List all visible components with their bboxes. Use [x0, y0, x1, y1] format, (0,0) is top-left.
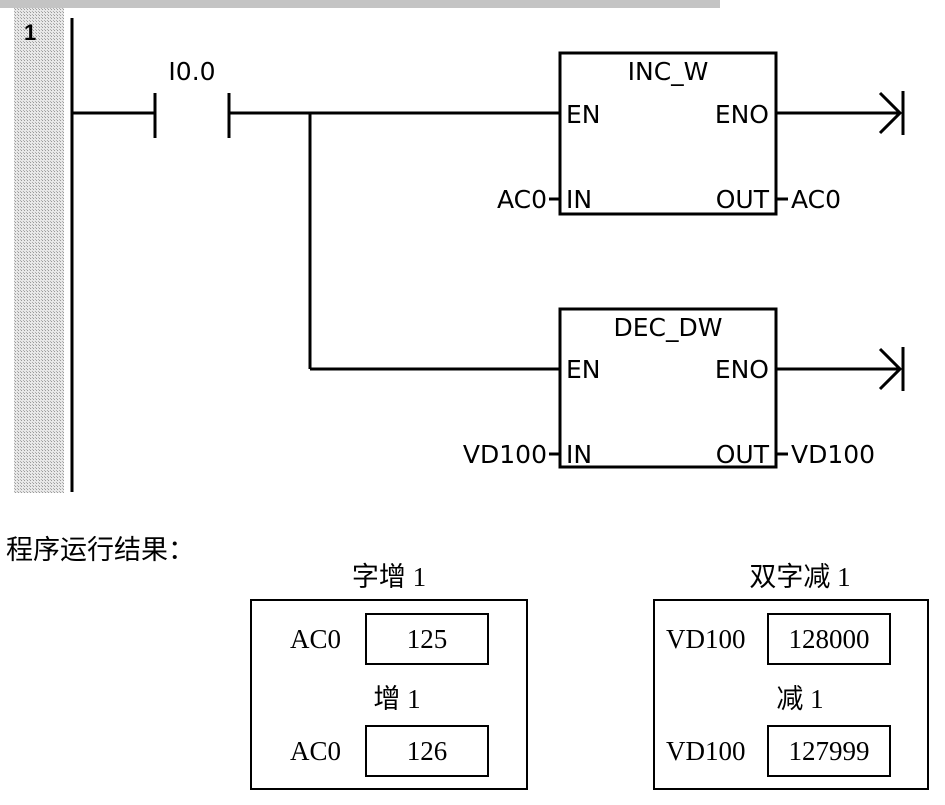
inc-w-in-operand[interactable]: AC0: [497, 185, 547, 214]
inc-row1-value-box: [365, 613, 489, 665]
network-gutter: [14, 8, 64, 493]
dec-row2-value: 127999: [789, 736, 870, 766]
contact-i0-0[interactable]: I0.0: [153, 57, 231, 138]
dec-row2-value-box: [767, 725, 891, 777]
inc-w-in-pin: IN: [566, 185, 592, 214]
inc-row2-label: AC0: [290, 736, 341, 766]
dec-dw-eno-arrow-icon: [878, 347, 905, 391]
dec-row1-value-box: [767, 613, 891, 665]
dec-dw-en-pin: EN: [566, 355, 601, 384]
dec-dw-out-operand[interactable]: VD100: [791, 440, 875, 469]
dec-dw-title: DEC_DW: [614, 313, 723, 342]
results-section: 程序运行结果： 字增 1 AC0 125 增 1 AC0 126 双字减 1 V…: [6, 535, 929, 790]
dec-result-panel: 双字减 1 VD100 128000 减 1 VD100 127999: [653, 562, 929, 790]
dec-panel-title: 双字减 1: [749, 562, 850, 592]
dec-dw-block[interactable]: DEC_DW EN ENO IN OUT: [558, 307, 778, 469]
dec-dw-in-operand[interactable]: VD100: [463, 440, 547, 469]
dec-middle-label: 减 1: [776, 684, 823, 714]
inc-row1-label: AC0: [290, 624, 341, 654]
inc-row1-value: 125: [407, 624, 448, 654]
inc-result-panel: 字增 1 AC0 125 增 1 AC0 126: [250, 562, 528, 790]
inc-row2-value: 126: [407, 736, 448, 766]
results-heading: 程序运行结果：: [6, 535, 195, 565]
inc-w-eno-arrow-icon: [878, 91, 905, 135]
inc-w-out-operand[interactable]: AC0: [791, 185, 841, 214]
top-toolbar-strip: [0, 0, 720, 8]
network-number: 1: [24, 20, 36, 45]
dec-dw-in-pin: IN: [566, 440, 592, 469]
inc-w-block[interactable]: INC_W EN ENO IN OUT: [558, 51, 778, 216]
inc-w-title: INC_W: [628, 57, 709, 86]
inc-w-eno-pin: ENO: [715, 100, 769, 129]
inc-row2-value-box: [365, 725, 489, 777]
inc-middle-label: 增 1: [373, 684, 420, 714]
dec-row1-value: 128000: [789, 624, 870, 654]
dec-dw-eno-pin: ENO: [715, 355, 769, 384]
ladder-network: 1 I0.0 INC_W EN ENO IN OUT AC0 AC0: [0, 0, 905, 493]
inc-w-out-pin: OUT: [716, 185, 770, 214]
contact-label: I0.0: [168, 57, 215, 86]
inc-panel-title: 字增 1: [352, 562, 426, 592]
dec-row1-label: VD100: [666, 624, 746, 654]
dec-row2-label: VD100: [666, 736, 746, 766]
inc-w-en-pin: EN: [566, 100, 601, 129]
dec-dw-out-pin: OUT: [716, 440, 770, 469]
